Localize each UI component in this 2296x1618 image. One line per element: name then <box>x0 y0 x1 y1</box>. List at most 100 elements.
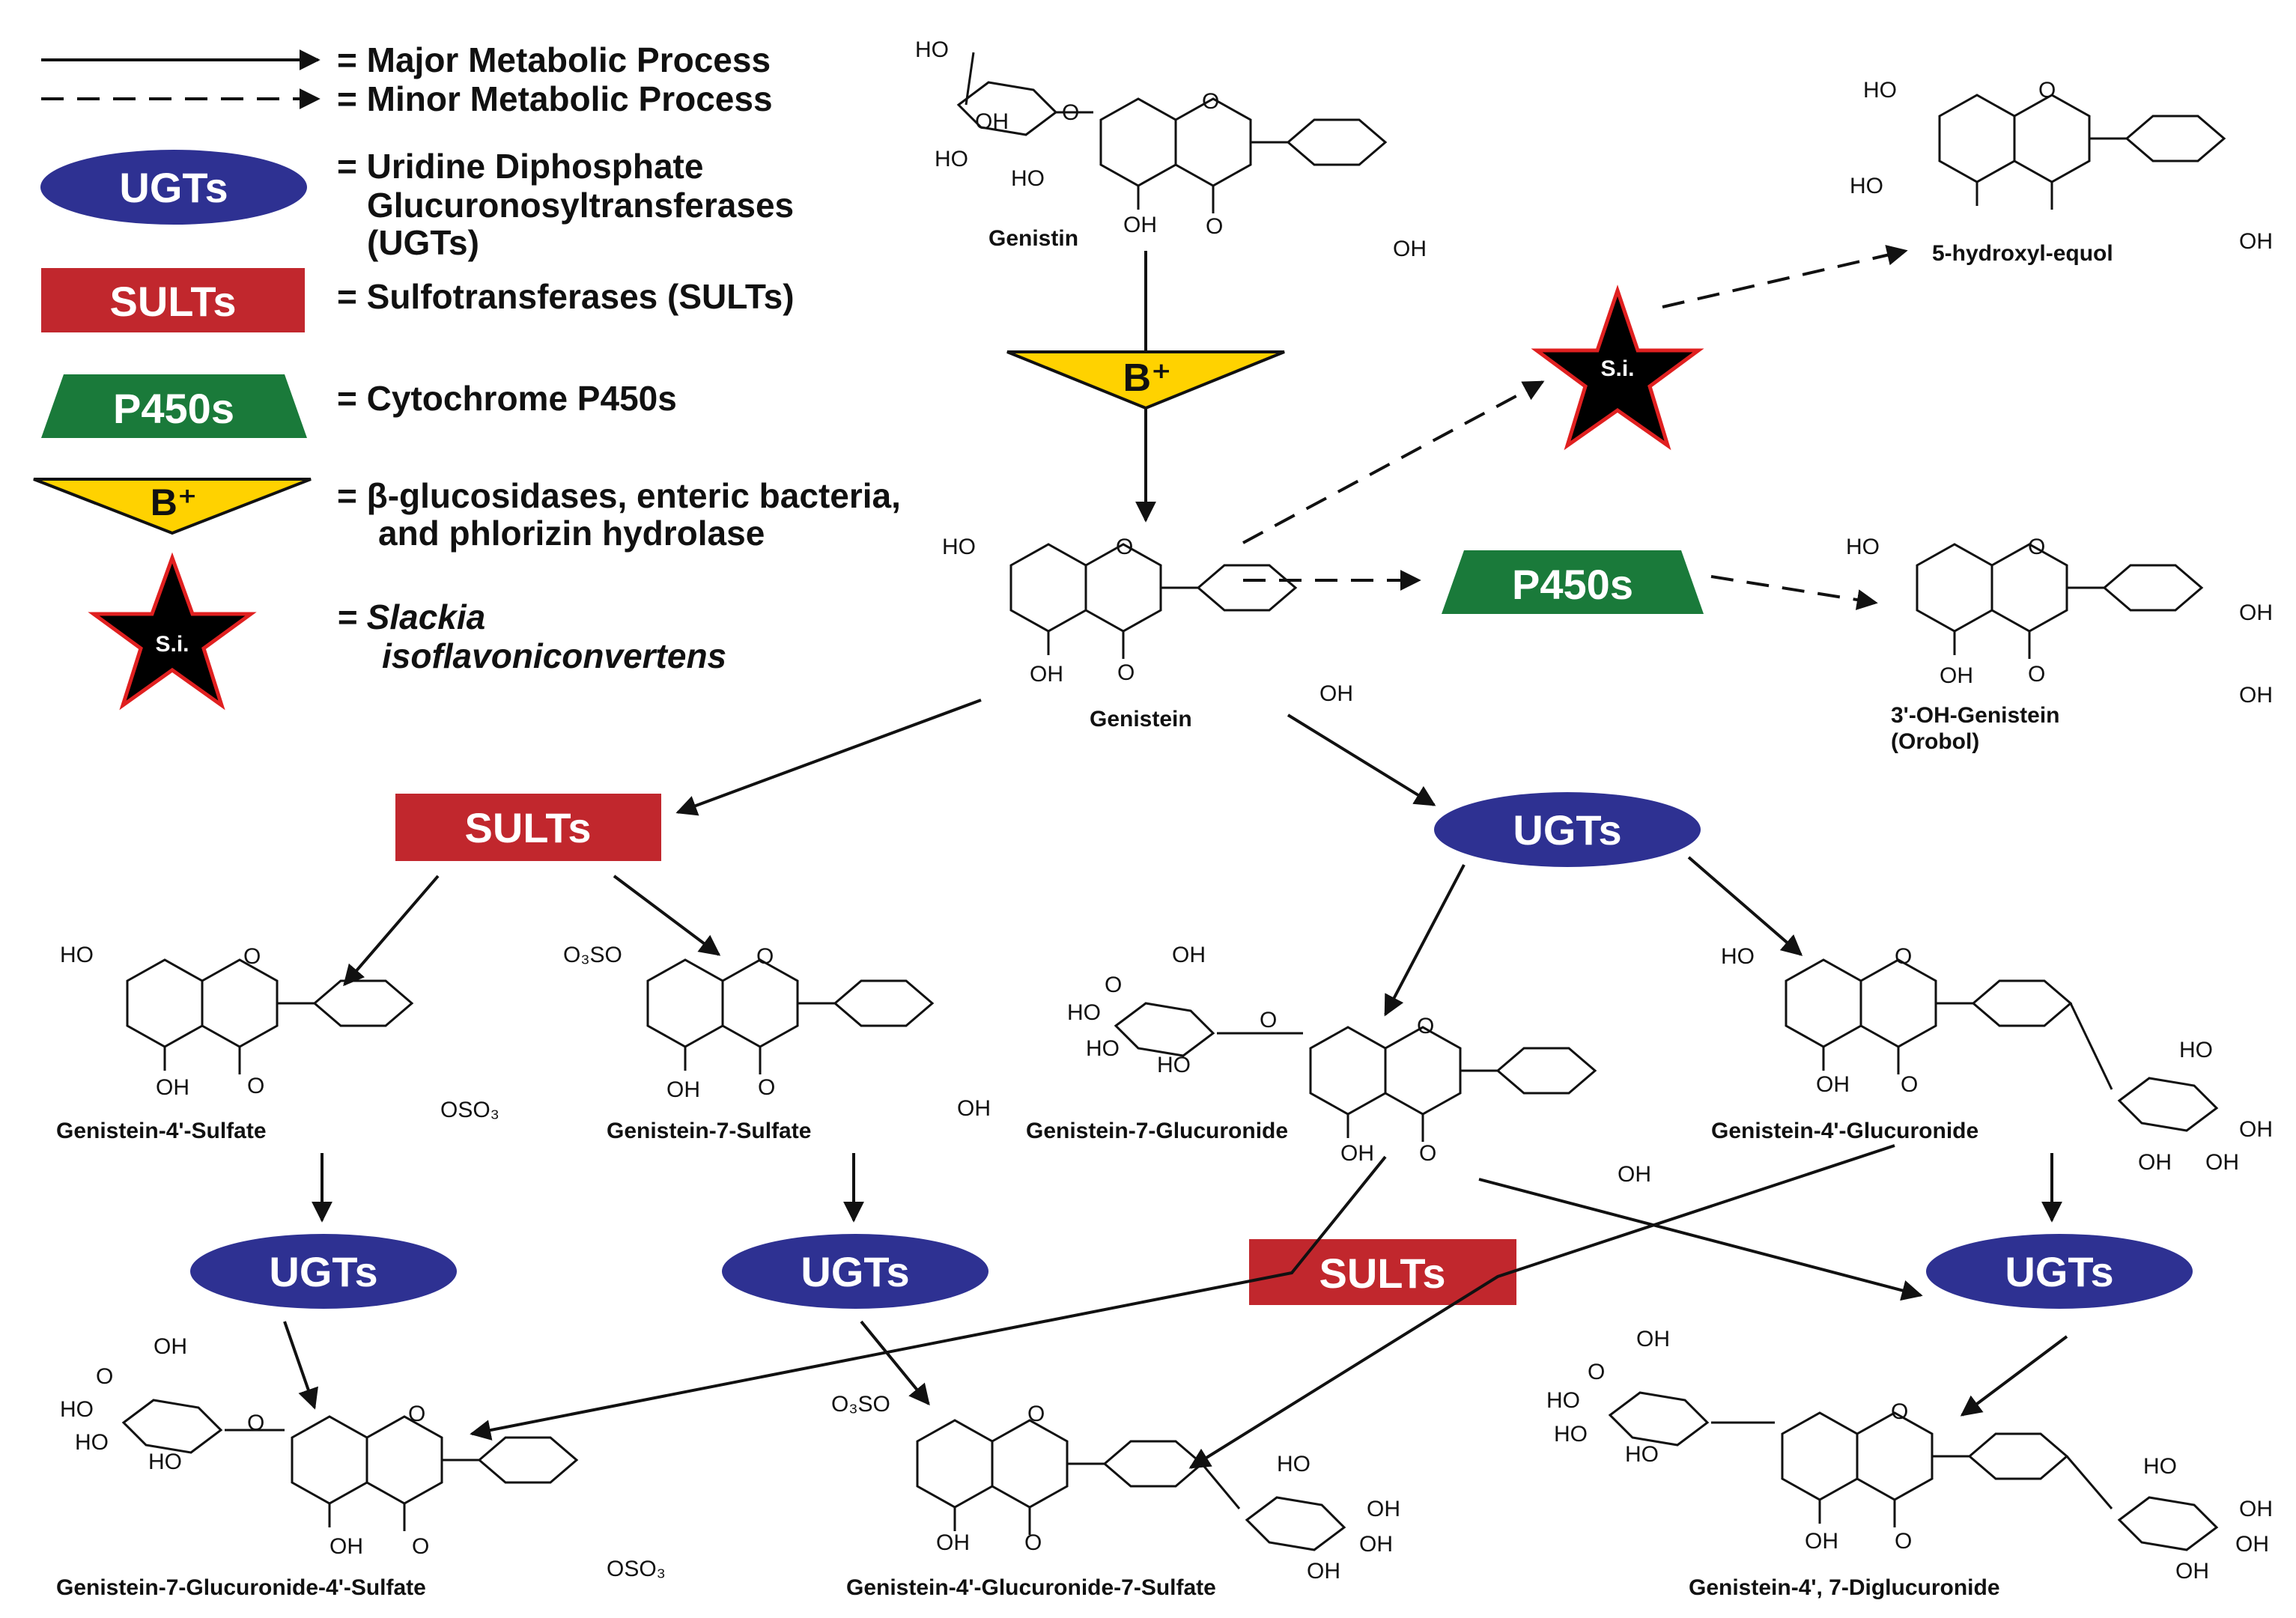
g7g4s-link-o: O <box>247 1411 264 1435</box>
legend-p450s-badge <box>41 374 307 438</box>
genistein-structure: HO O OH O OH Genistein <box>942 535 1353 732</box>
genistin-label: Genistin <box>988 226 1078 251</box>
ugts-badge-main <box>1434 792 1701 867</box>
diglu-acid-o: O <box>1588 1360 1605 1384</box>
legend-si-line2: isoflavoniconvertens <box>382 636 726 675</box>
g4g7s-atom-oh: OH <box>936 1530 970 1555</box>
g7gluc-acid-o: O <box>1105 973 1122 997</box>
g7g4s-atom-ho: HO <box>60 1397 94 1422</box>
g7g4s-atom-oh2: OH <box>329 1534 363 1559</box>
g7gluc-link-o: O <box>1260 1008 1277 1032</box>
g4sulf-atom-ho: HO <box>60 943 94 967</box>
genistein-label: Genistein <box>1090 707 1192 732</box>
g4gluc-atom-ho: HO <box>1721 944 1755 969</box>
g4g7s-atom-ho: HO <box>1277 1452 1311 1476</box>
diglu-atom-oh4: OH <box>2235 1532 2269 1557</box>
ugts-badge-center-label: UGTs <box>801 1248 909 1295</box>
diglu-atom-oh2: OH <box>1805 1529 1838 1554</box>
legend-si-star <box>88 552 257 711</box>
ugts-badge-right <box>1926 1234 2193 1309</box>
genistin-atom-ho2: HO <box>935 147 968 171</box>
hydroxyl-equol-structure: HO HO O OH 5-hydroxyl-equol <box>1850 78 2273 266</box>
g4gluc-carbonyl-o: O <box>1901 1072 1918 1097</box>
orobol-carbonyl-o: O <box>2028 662 2045 687</box>
g4-sulfate-label: Genistein-4'-Sulfate <box>56 1119 267 1143</box>
g4-glucuronide-structure: HO O OH O HO OH OH OH Genistein-4'-Glucu… <box>1711 944 2273 1175</box>
orobol-structure: HO O OH O OH OH 3'-OH-Genistein (Orobol) <box>1846 535 2273 754</box>
ugts-badge-center <box>722 1234 988 1309</box>
g7sulf-atom-oh2: OH <box>957 1096 991 1121</box>
g4gluc-atom-oh4: OH <box>2205 1150 2239 1175</box>
ugts-badge-main-label: UGTs <box>1513 806 1621 854</box>
g7g4s-ring-o: O <box>408 1402 425 1426</box>
g7sulf-atom-o3so: O₃SO <box>563 943 622 967</box>
diglu-atom-ho2: HO <box>1554 1422 1588 1447</box>
g7gluc-4sulf-structure: OH O HO HO HO O O OH O OSO₃ Genistein-7-… <box>56 1334 666 1600</box>
g4g7s-atom-oh4: OH <box>1307 1559 1340 1584</box>
g4gluc-atom-oh2: OH <box>2239 1117 2273 1142</box>
legend-sults-label: = Sulfotransferases (SULTs) <box>337 277 795 316</box>
ugts-badge-right-label: UGTs <box>2005 1248 2113 1295</box>
genistin-atom-o: O <box>1062 100 1079 125</box>
g4gluc-ring-o: O <box>1895 944 1912 969</box>
g7gluc-4sulf-label: Genistein-7-Glucuronide-4'-Sulfate <box>56 1575 426 1600</box>
arrow-sults-g7sulf <box>613 875 721 956</box>
g4g7s-carbonyl-o: O <box>1024 1530 1042 1555</box>
legend-major-label: = Major Metabolic Process <box>337 40 771 79</box>
sults-badge-lower-label: SULTs <box>1319 1250 1445 1297</box>
si-star <box>1531 285 1704 451</box>
genistin-atom-oh2: OH <box>1123 213 1157 237</box>
genistin-atom-ho: HO <box>915 37 949 62</box>
p450s-badge <box>1442 550 1704 614</box>
ugts-badge-left-label: UGTs <box>269 1248 377 1295</box>
orobol-atom-oh3: OH <box>2239 683 2273 708</box>
legend-minor-label: = Minor Metabolic Process <box>337 79 773 118</box>
g4gluc-atom-ho2: HO <box>2179 1038 2213 1062</box>
legend-si-star-label: S.i. <box>155 632 189 657</box>
orobol-atom-oh2: OH <box>2239 600 2273 625</box>
orobol-label-line1: 3'-OH-Genistein <box>1891 703 2060 728</box>
g4gluc-7sulf-structure: O₃SO O OH O HO OH OH OH Genistein-4'-Glu… <box>831 1392 1400 1600</box>
legend-ugts-badge-label: UGTs <box>119 164 228 211</box>
genistin-atom-ho3: HO <box>1011 166 1045 191</box>
diglu-atom-oh: OH <box>1636 1327 1670 1351</box>
arrow-ugts-g4gluc <box>1687 856 1803 956</box>
equol-ring-o: O <box>2038 78 2056 103</box>
genistin-ring-o: O <box>1202 89 1219 114</box>
g7g4s-atom-ho2: HO <box>75 1430 109 1455</box>
legend-ugts-line2: Glucuronosyltransferases <box>367 186 794 225</box>
g7gluc-atom-oh2: OH <box>1340 1141 1374 1166</box>
arrow-sults-g4sulf <box>343 875 440 987</box>
ugts-badge-left <box>190 1234 457 1309</box>
genistein-atom-oh2: OH <box>1319 681 1353 706</box>
bplus-badge <box>1006 350 1285 410</box>
g7gluc-atom-ho3: HO <box>1157 1053 1191 1077</box>
equol-atom-ho2: HO <box>1850 174 1883 198</box>
diglu-atom-oh3: OH <box>2239 1497 2273 1521</box>
g4sulf-atom-oh: OH <box>156 1075 189 1100</box>
arrow-genistein-ugts <box>1287 714 1436 806</box>
legend-p450s-badge-label: P450s <box>113 385 234 432</box>
arrow-ugts-g7gluc4sulf <box>283 1321 318 1410</box>
bplus-badge-label: B⁺ <box>1123 356 1172 400</box>
g7gluc-atom-oh: OH <box>1172 943 1206 967</box>
equol-atom-ho: HO <box>1863 78 1897 103</box>
hydroxyl-equol-label: 5-hydroxyl-equol <box>1932 241 2113 266</box>
g4sulf-ring-o: O <box>243 944 261 969</box>
legend-bplus-badge <box>33 478 312 535</box>
arrow-genistein-sults <box>675 699 982 816</box>
g4g7s-atom-oh3: OH <box>1359 1532 1393 1557</box>
legend-si-line1: = Slackia <box>337 597 485 636</box>
g7g4s-carbonyl-o: O <box>412 1534 429 1559</box>
g7-glucuronide-structure: OH O HO HO HO O O OH O OH Genistein-7-Gl… <box>1026 943 1651 1187</box>
g7-sulfate-label: Genistein-7-Sulfate <box>607 1119 811 1143</box>
genistin-atom-oh: OH <box>975 109 1009 134</box>
arrow-g4gluc-sults-g4gluc7sulf <box>1188 1144 1895 1469</box>
legend-bplus-line1: = β-glucosidases, enteric bacteria, <box>337 476 901 515</box>
genistin-structure: HO OH HO HO O O OH O OH Genistin <box>915 37 1427 261</box>
g7-sulfate-structure: O₃SO O OH O OH Genistein-7-Sulfate <box>563 943 991 1143</box>
orobol-label-line2: (Orobol) <box>1891 729 1979 754</box>
g7g4s-atom-ho3: HO <box>148 1450 182 1474</box>
legend-bplus-line2: and phlorizin hydrolase <box>378 514 765 553</box>
